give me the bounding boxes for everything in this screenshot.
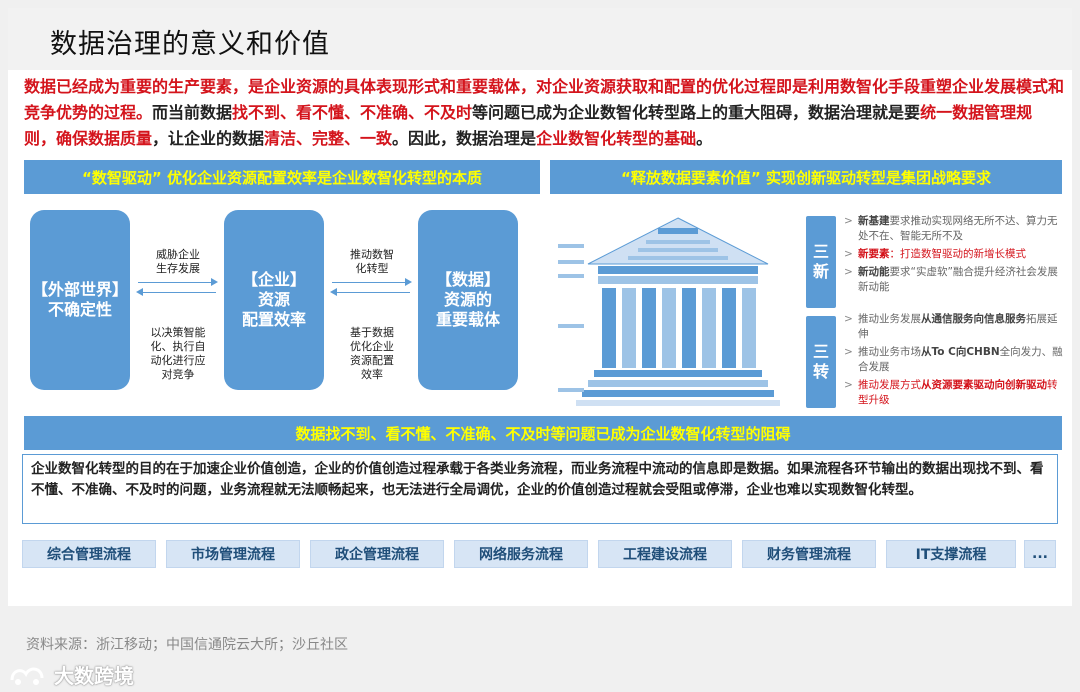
san-xin-char: 三	[813, 242, 829, 262]
san-zhuan-char: 转	[813, 362, 829, 382]
intro-part: ，让企业的数据	[152, 129, 264, 148]
list-item: 新动能要求“实虚软”融合提升经济社会发展新动能	[844, 265, 1064, 295]
description-box: 企业数智化转型的目的在于加速企业价值创造，企业的价值创造过程承载于各类业务流程，…	[22, 454, 1058, 524]
process-item: IT支撑流程	[886, 540, 1016, 568]
item-text: 推动业务市场	[858, 346, 921, 358]
box-line: 【数据】	[436, 270, 500, 290]
slide: 数据治理的意义和价值 数据已经成为重要的生产要素，是企业资源的具体表现形式和重要…	[8, 8, 1072, 606]
process-item: 网络服务流程	[454, 540, 588, 568]
arrow-left-icon	[138, 292, 216, 293]
enterprise-box: 【企业】 资源 配置效率	[224, 210, 324, 390]
data-box: 【数据】 资源的 重要载体	[418, 210, 518, 390]
arrow-right-icon	[138, 282, 216, 283]
intro-part: 找不到、看不懂、不准确、不及时	[232, 103, 472, 122]
intro-part: 而当前数据	[152, 103, 232, 122]
process-item: 市场管理流程	[166, 540, 300, 568]
header: 数据治理的意义和价值	[8, 8, 1072, 70]
intro-part: 等问题已成为企业数智化转型路上的重大阻碍，数据治理就是要	[472, 103, 920, 122]
page-title: 数据治理的意义和价值	[50, 22, 330, 61]
intro-paragraph: 数据已经成为重要的生产要素，是企业资源的具体表现形式和重要载体，对企业资源获取和…	[24, 74, 1064, 152]
watermark-text: 大数跨境	[54, 660, 134, 689]
process-item-more: ...	[1024, 540, 1056, 568]
intro-part: 清洁、完整、一致	[264, 129, 392, 148]
left-section-banner: “数智驱动” 优化企业资源配置效率是企业数智化转型的本质	[24, 160, 540, 194]
box-line: 资源	[258, 290, 290, 310]
intro-part: 。因此，数据治理是	[392, 129, 536, 148]
box-line: 【外部世界】	[32, 280, 128, 300]
item-keyword: 从通信服务向信息服务	[921, 313, 1026, 325]
process-item: 政企管理流程	[310, 540, 444, 568]
watermark-icon	[8, 662, 48, 688]
san-zhuan-label: 三 转	[806, 316, 836, 408]
item-keyword: 新要素	[858, 248, 890, 260]
process-item: 财务管理流程	[742, 540, 876, 568]
obstacle-banner: 数据找不到、看不懂、不准确、不及时等问题已成为企业数智化转型的阻碍	[24, 416, 1062, 450]
list-item: 推动发展方式从资源要素驱动向创新驱动转型升级	[844, 378, 1064, 408]
item-keyword: 从资源要素驱动向创新驱动	[921, 379, 1047, 391]
item-text: 推动业务发展	[858, 313, 921, 325]
item-text: 推动发展方式	[858, 379, 921, 391]
source-note: 资料来源：浙江移动；中国信通院云大所；沙丘社区	[26, 634, 348, 654]
san-zhuan-list: 推动业务发展从通信服务向信息服务拓展延伸 推动业务市场从To C向CHBN全向发…	[844, 312, 1064, 411]
list-item: 新要素：打造数智驱动的新增长模式	[844, 247, 1064, 262]
intro-part: 企业数智化转型的基础	[536, 129, 696, 148]
san-xin-char: 新	[813, 262, 829, 282]
process-item: 综合管理流程	[22, 540, 156, 568]
watermark-logo: 大数跨境	[8, 660, 134, 689]
temple-diagram-icon	[558, 216, 798, 408]
san-xin-label: 三 新	[806, 216, 836, 308]
arrow-left-icon	[332, 292, 410, 293]
list-item: 推动业务市场从To C向CHBN全向发力、融合发展	[844, 345, 1064, 375]
flow-label-threat: 威胁企业 生存发展	[138, 248, 218, 276]
external-world-box: 【外部世界】 不确定性	[30, 210, 130, 390]
intro-part: 。	[696, 129, 712, 148]
right-section-banner: “释放数据要素价值” 实现创新驱动转型是集团战略要求	[550, 160, 1062, 194]
box-line: 不确定性	[48, 300, 112, 320]
flow-label-response: 以决策智能 化、执行自 动化进行应 对竞争	[138, 326, 218, 382]
san-zhuan-char: 三	[813, 342, 829, 362]
item-keyword: 新动能	[858, 266, 890, 278]
arrow-right-icon	[332, 282, 410, 283]
item-text: ：打造数智驱动的新增长模式	[890, 248, 1027, 260]
flow-label-transform: 推动数智 化转型	[332, 248, 412, 276]
item-keyword: 新基建	[858, 215, 890, 227]
list-item: 新基建要求推动实现网络无所不达、算力无处不在、智能无所不及	[844, 214, 1064, 244]
process-item: 工程建设流程	[598, 540, 732, 568]
san-xin-list: 新基建要求推动实现网络无所不达、算力无处不在、智能无所不及 新要素：打造数智驱动…	[844, 214, 1064, 298]
flow-label-optimize: 基于数据 优化企业 资源配置 效率	[332, 326, 412, 382]
box-line: 配置效率	[242, 310, 306, 330]
list-item: 推动业务发展从通信服务向信息服务拓展延伸	[844, 312, 1064, 342]
box-line: 资源的	[444, 290, 492, 310]
box-line: 【企业】	[242, 270, 306, 290]
box-line: 重要载体	[436, 310, 500, 330]
item-keyword: 从To C向CHBN	[921, 346, 1000, 358]
